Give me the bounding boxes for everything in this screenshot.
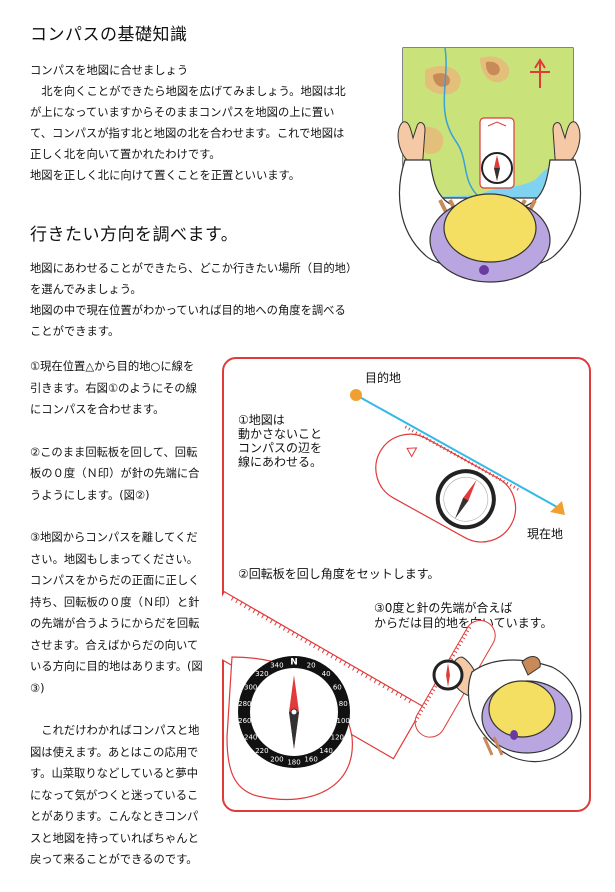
north-arrow-icon <box>530 58 550 88</box>
intro-heading: コンパスを地図に合せましょう <box>30 64 189 77</box>
compass-icon <box>375 425 520 543</box>
figure-panel <box>222 357 591 812</box>
figure-1 <box>350 389 565 543</box>
step-1: ①現在位置△から目的地○に線を引きます。右図①のようにその線にコンパスを合わせま… <box>30 360 197 416</box>
person-icon <box>398 159 582 283</box>
intro-line: 正しく北を向いて置かれたわけです。 <box>30 148 221 161</box>
step-4: これだけわかればコンパスと地図は使えます。あとはこの応用です。山菜取りなどしてい… <box>30 724 200 866</box>
current-position-marker-icon <box>550 501 565 515</box>
dial-label: 240 <box>244 734 257 742</box>
note-1: ①地図は動かさないことコンパスの辺を線にあわせる。 <box>238 413 323 469</box>
section2-line: ことができます。 <box>30 325 120 338</box>
section2-paragraph: 地図にあわせることができたら、どこか行きたい場所（目的地） を選んでみましょう。… <box>30 258 390 342</box>
destination-label: 目的地 <box>365 371 402 385</box>
figure-3 <box>414 620 582 763</box>
current-position-label: 現在地 <box>527 527 564 541</box>
steps-column: ①現在位置△から目的地○に線を引きます。右図①のようにその線にコンパスを合わせま… <box>30 356 220 892</box>
dial-label: 80 <box>339 700 348 708</box>
destination-marker-icon <box>350 389 362 401</box>
dial-label: 100 <box>337 717 350 725</box>
step-2: ②このまま回転板を回して、回転板の０度（Ｎ印）が針の先端に合うようにします。(図… <box>30 445 200 502</box>
dial-label: 340 <box>270 662 283 670</box>
dial-label: 160 <box>304 756 317 764</box>
dial-label: 260 <box>238 717 251 725</box>
map-person-illustration <box>397 47 582 283</box>
intro-line: が上になっていますからそのままコンパスを地図の上に置い <box>30 106 335 119</box>
hand-icon <box>397 121 581 169</box>
person-icon <box>467 656 582 763</box>
dial-label: 20 <box>307 662 316 670</box>
section2-line: 地図にあわせることができたら、どこか行きたい場所（目的地） <box>30 262 358 275</box>
dial-label: 140 <box>319 747 332 755</box>
dial-label: 220 <box>255 747 268 755</box>
intro-line: て、コンパスが指す北と地図の北を合わせます。これで地図は <box>30 127 345 140</box>
section2-title: 行きたい方向を調べます。 <box>30 225 239 245</box>
intro-paragraph: コンパスを地図に合せましょう 北を向くことができたら地図を広げてみましょう。地図… <box>30 60 385 186</box>
dial-label: 320 <box>255 670 268 678</box>
section2-line: 地図の中で現在位置がわかっていれば目的地への角度を調べる <box>30 304 346 317</box>
intro-line: 北を向くことができたら地図を広げてみましょう。地図は北 <box>41 85 346 98</box>
page-title: コンパスの基礎知識 <box>30 25 188 45</box>
intro-line: 地図を正しく北に向けて置くことを正置といいます。 <box>30 169 300 182</box>
compass-icon <box>479 117 515 189</box>
dial-label: 120 <box>331 734 344 742</box>
dial-label: N <box>290 658 298 668</box>
dial-label: 180 <box>287 759 300 767</box>
dial-label: 280 <box>238 700 251 708</box>
note-3: ③0度と針の先端が合えばからだは目的地を向いています。 <box>374 601 553 630</box>
dial-label: 60 <box>333 684 342 692</box>
section2-line: を選んでみましょう。 <box>30 283 142 296</box>
dial-label: 40 <box>322 670 331 678</box>
dial-label: 300 <box>244 684 257 692</box>
dial-label: 200 <box>270 756 283 764</box>
step-3: ③地図からコンパスを離してください。地図もしまってください。コンパスをからだの正… <box>30 531 203 695</box>
note-2: ②回転板を回し角度をセットします。 <box>238 567 440 581</box>
